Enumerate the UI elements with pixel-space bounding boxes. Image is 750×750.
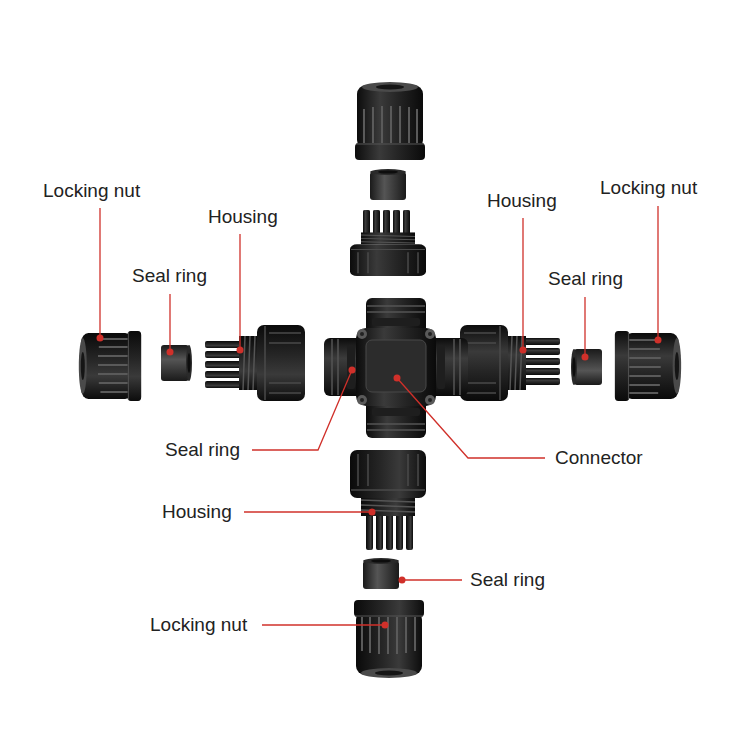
part-label: Locking nut [150, 614, 247, 636]
leader-dot [237, 347, 244, 354]
housing [460, 325, 560, 401]
leader-dot [382, 622, 389, 629]
leader-dot [167, 349, 174, 356]
leader-dot [582, 354, 589, 361]
leader-dot [655, 337, 662, 344]
leader-line [402, 579, 462, 580]
part-label: Seal ring [132, 265, 207, 287]
locking-nut [355, 82, 425, 160]
leader-dot [520, 347, 527, 354]
leader-lines [100, 206, 658, 625]
leader-line [252, 370, 352, 450]
part-label: Housing [162, 501, 232, 523]
leader-dot [399, 577, 406, 584]
leader-line [584, 297, 585, 357]
leader-dot [97, 335, 104, 342]
part-label: Connector [555, 447, 643, 469]
part-label: Seal ring [165, 439, 240, 461]
part-label: Seal ring [470, 569, 545, 591]
leader-line [239, 234, 240, 350]
part-label: Locking nut [43, 180, 140, 202]
locking-nut [354, 600, 424, 678]
part-label: Housing [208, 206, 278, 228]
leader-dot [394, 375, 401, 382]
seal-ring [370, 169, 406, 200]
leader-line [169, 294, 170, 352]
leader-line [244, 511, 372, 512]
housing [205, 325, 305, 401]
leader-dot [349, 367, 356, 374]
housing [350, 210, 426, 276]
leader-line [657, 206, 658, 340]
leader-line [397, 378, 545, 458]
leader-dots [97, 335, 662, 629]
part-label: Seal ring [548, 268, 623, 290]
leader-line [99, 208, 100, 338]
part-label: Housing [487, 190, 557, 212]
seal-ring [363, 558, 399, 589]
seal-ring [571, 349, 602, 385]
leader-dot [369, 509, 376, 516]
leader-line [522, 218, 523, 350]
cross-connector [324, 298, 468, 438]
locking-nut [615, 331, 681, 401]
housing [350, 450, 426, 550]
seal-ring [161, 345, 192, 381]
locking-nut [79, 331, 141, 401]
part-label: Locking nut [600, 177, 697, 199]
leader-line [262, 624, 385, 625]
